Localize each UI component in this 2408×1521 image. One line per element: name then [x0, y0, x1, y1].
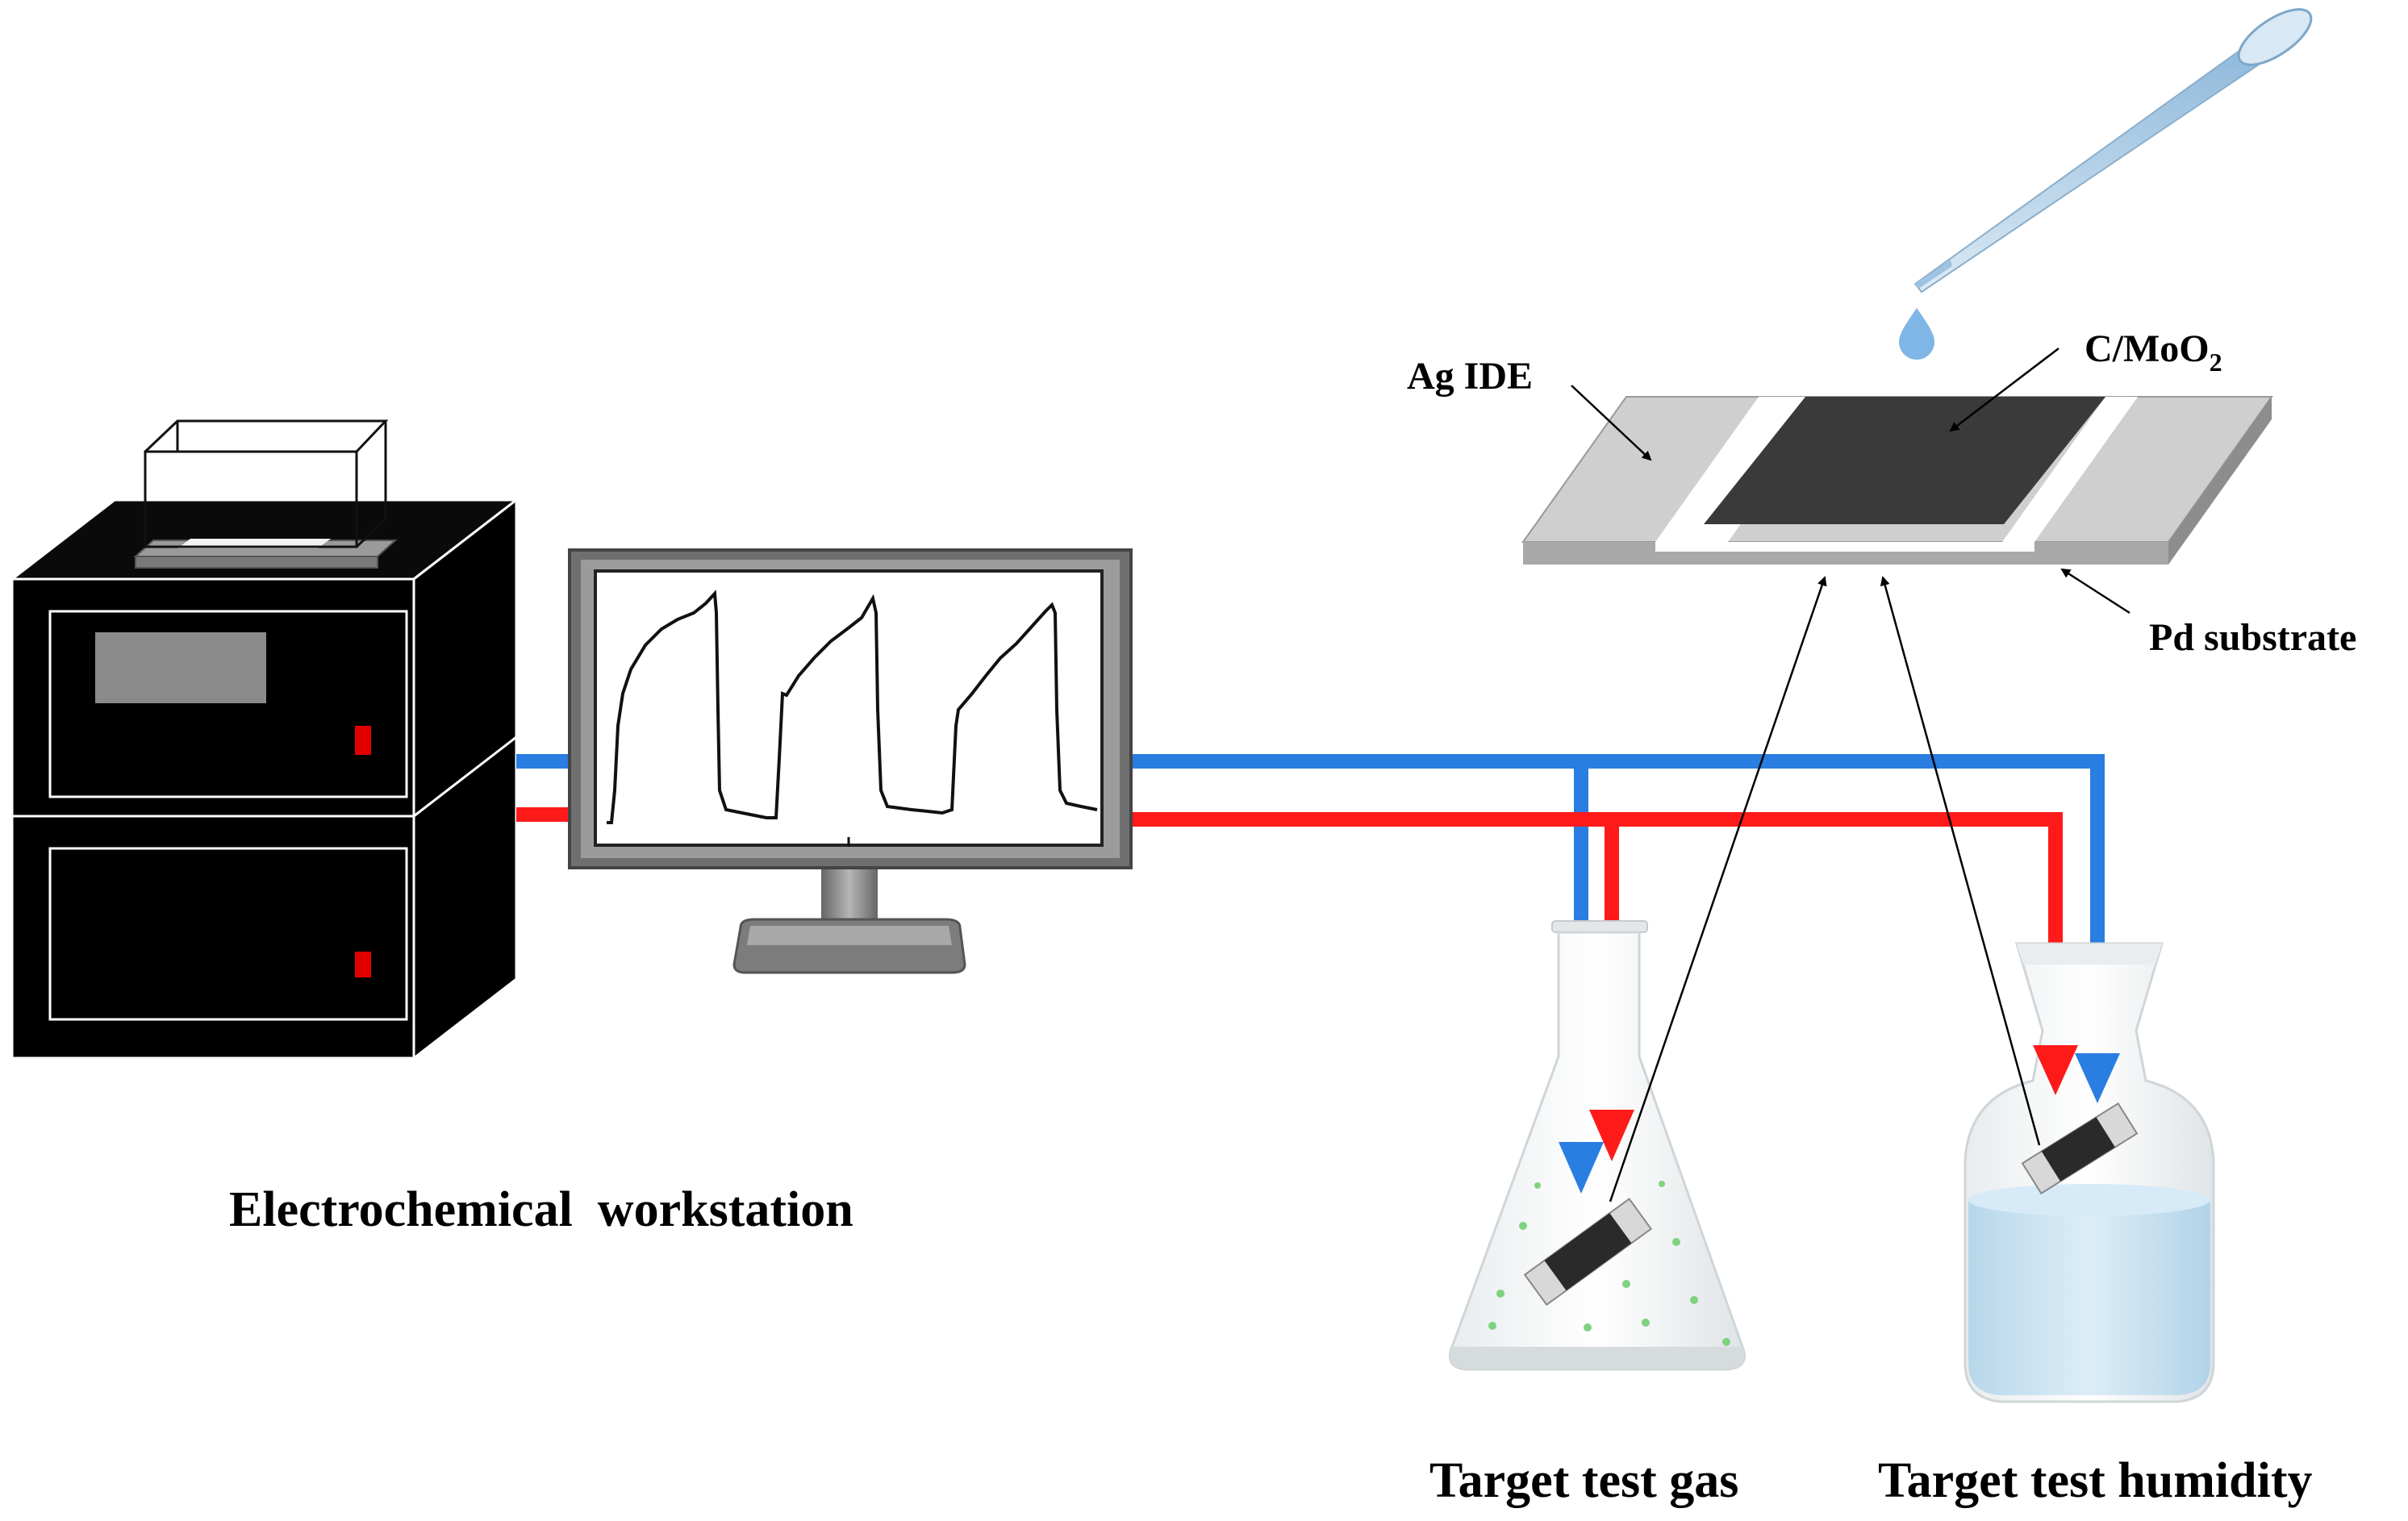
pointer-lines: [1571, 348, 2130, 1202]
sensor-chip-icon: [1521, 396, 2273, 565]
workstation-label: Electrochemical workstation: [229, 1182, 853, 1237]
power-indicator-bottom: [355, 952, 371, 977]
gas-label: Target test gas: [1429, 1453, 1738, 1508]
substrate-label: Pd substrate: [2149, 616, 2356, 659]
humidity-label: Target test humidity: [1878, 1453, 2312, 1508]
pipette-icon: [1899, 8, 2313, 360]
power-indicator-top: [355, 726, 371, 755]
monitor-icon: [568, 548, 1133, 974]
sensing-film: [1704, 397, 2105, 524]
humidity-bottle-icon: [1964, 942, 2215, 1403]
workstation-icon: [8, 419, 520, 1061]
ag-ide-label: Ag IDE: [1407, 355, 1533, 398]
coating-label: C/MoO2: [2085, 327, 2222, 377]
response-curve: [607, 590, 1098, 824]
wire-arrowheads: [1559, 1045, 2120, 1194]
